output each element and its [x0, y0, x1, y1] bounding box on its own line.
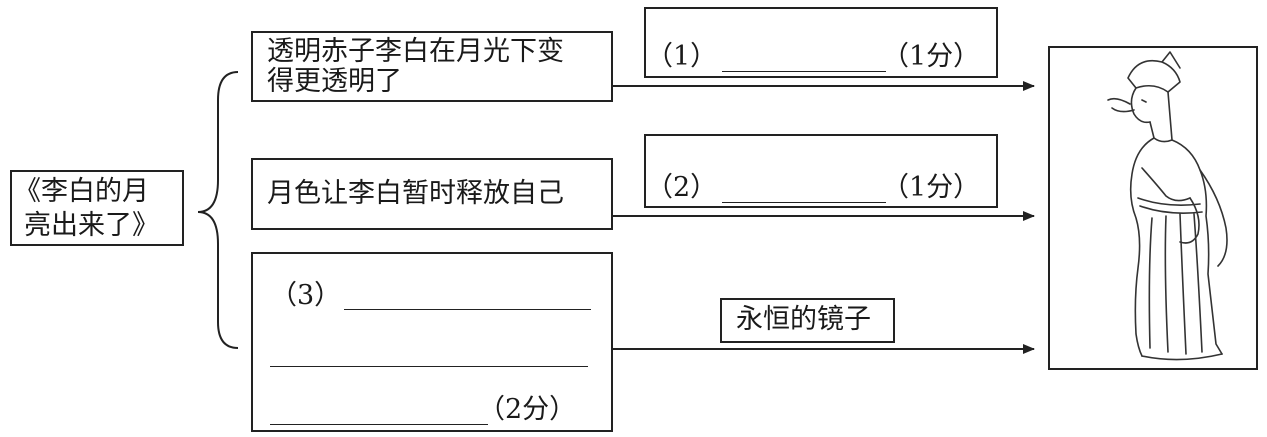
answer-blank-2[interactable] — [722, 202, 886, 203]
cause-2-text: 月色让李白暂时释放自己 — [267, 178, 564, 209]
result-text: 永恒的镜子 — [736, 304, 871, 335]
points-3: （2分） — [478, 394, 577, 425]
blank-1-label: （1） — [646, 41, 718, 72]
points-1: （1分） — [882, 41, 981, 72]
cause-box-2: 月色让李白暂时释放自己 — [251, 158, 613, 230]
portrait-box — [1048, 46, 1258, 370]
answer-box-3 — [251, 252, 613, 432]
answer-box-1: （1） （1分） — [644, 7, 998, 78]
answer-blank-3b[interactable] — [270, 366, 588, 367]
title-line-1: 《李白的月 — [14, 176, 149, 207]
result-box: 永恒的镜子 — [720, 298, 895, 343]
answer-box-2: （2） （1分） — [644, 134, 998, 208]
cause-1-line-1: 透明赤子李白在月光下变 — [267, 36, 564, 67]
cause-box-1: 透明赤子李白在月光下变 得更透明了 — [251, 31, 613, 102]
answer-blank-1[interactable] — [722, 71, 886, 72]
li-bai-portrait-icon — [1107, 51, 1228, 361]
cause-1-line-2: 得更透明了 — [267, 66, 402, 97]
answer-blank-3a[interactable] — [344, 309, 591, 310]
blank-2-label: （2） — [646, 172, 718, 203]
curly-brace — [197, 71, 239, 349]
title-box: 《李白的月 亮出来了》 — [10, 170, 184, 246]
points-2: （1分） — [882, 172, 981, 203]
blank-3-label: （3） — [270, 280, 342, 311]
title-line-2: 亮出来了》 — [24, 210, 159, 241]
answer-blank-3c[interactable] — [270, 424, 488, 425]
